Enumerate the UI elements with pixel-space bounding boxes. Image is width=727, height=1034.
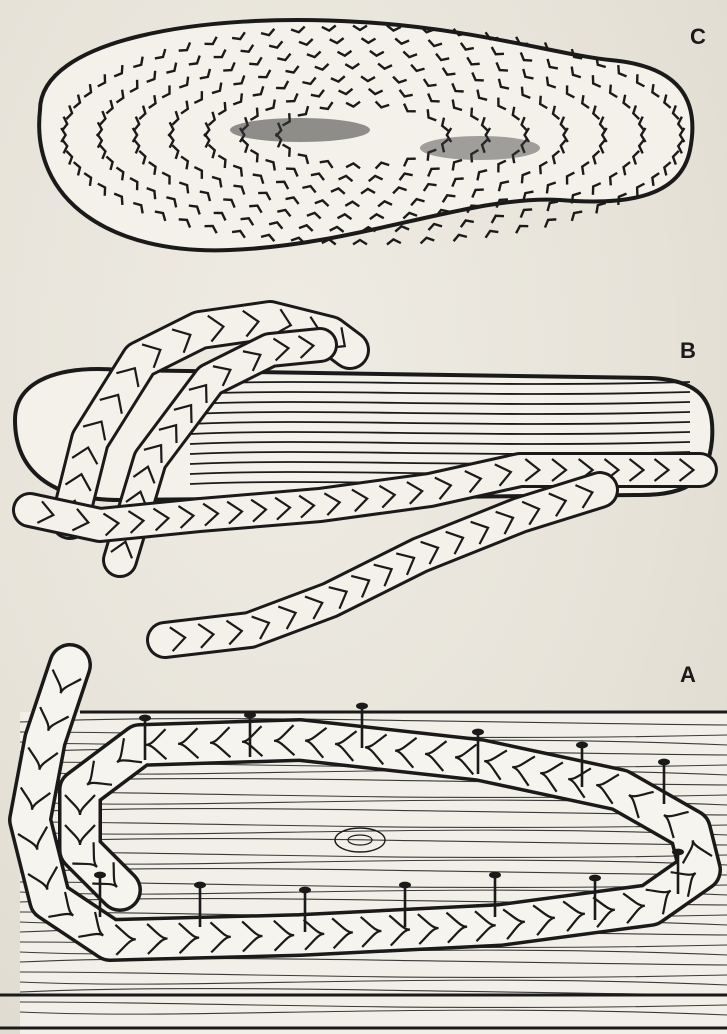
figure-label-a: A (680, 662, 696, 688)
figure-label-b: B (680, 338, 696, 364)
figure-a-braid-nailed-on-board (0, 665, 727, 1034)
figure-label-c: C (690, 24, 706, 50)
figure-c-coiled-sole (39, 20, 692, 250)
figure-b-sole-with-braid (15, 309, 712, 651)
